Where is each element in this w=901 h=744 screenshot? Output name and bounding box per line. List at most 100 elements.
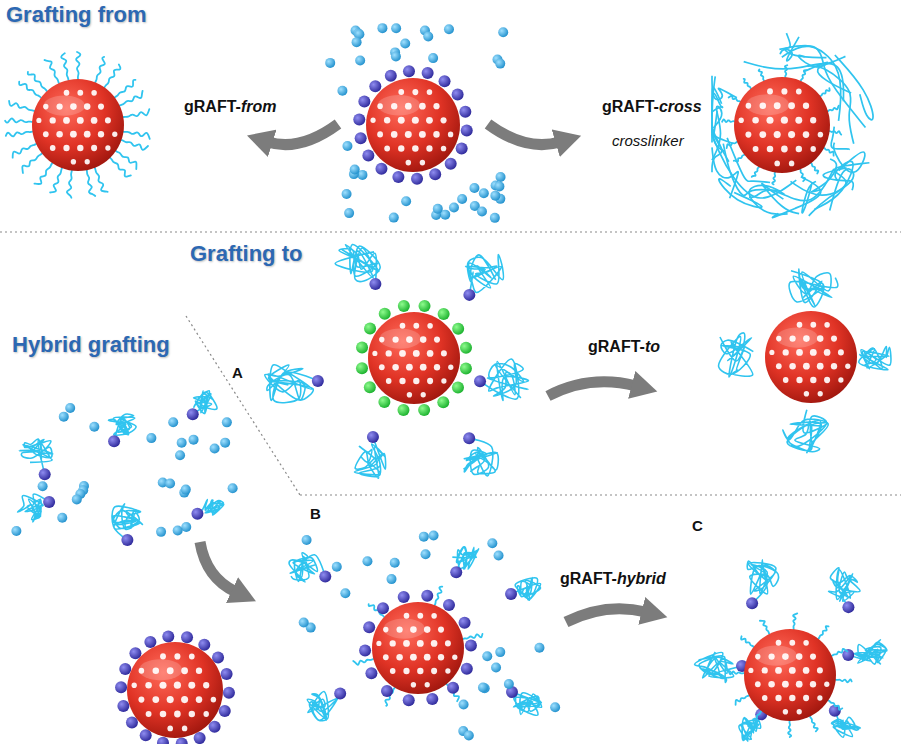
monomer xyxy=(325,58,335,68)
raft-agent xyxy=(117,700,129,712)
raft-agent xyxy=(385,70,397,82)
illustration-part xyxy=(803,667,810,674)
reagent-label: crosslinker xyxy=(612,132,684,149)
illustration-part xyxy=(174,653,180,659)
raft-agent xyxy=(363,621,375,633)
raft-agent xyxy=(43,496,55,508)
raft-agent xyxy=(463,432,475,444)
illustration-part xyxy=(781,117,788,124)
illustration-part xyxy=(424,654,431,661)
polymer-chain xyxy=(826,106,839,112)
monomer xyxy=(464,730,474,740)
polymer-coil xyxy=(859,347,891,370)
illustration-part xyxy=(181,696,188,703)
illustration-part xyxy=(407,392,412,398)
monomer xyxy=(332,562,342,572)
monomer xyxy=(337,86,347,96)
monomer xyxy=(350,165,360,175)
monomer xyxy=(428,53,438,63)
illustration-part xyxy=(383,654,389,660)
polymer-chain xyxy=(772,171,775,185)
illustration-part xyxy=(796,377,802,383)
monomer xyxy=(534,643,544,653)
illustration-part xyxy=(788,102,795,109)
illustration-part xyxy=(818,391,823,397)
illustration-part xyxy=(810,654,816,660)
illustration-part xyxy=(43,131,49,137)
monomer xyxy=(181,522,191,532)
monomer xyxy=(419,532,429,542)
illustration-part xyxy=(431,668,437,674)
polymer-chain xyxy=(110,158,131,177)
polymer-chain xyxy=(353,659,373,665)
illustration-part xyxy=(831,336,837,342)
illustration-part xyxy=(420,364,427,371)
raft-agent xyxy=(403,694,415,706)
monomer xyxy=(482,651,492,661)
illustration-part xyxy=(438,654,444,660)
raft-agent xyxy=(181,631,193,643)
section-heading: Grafting from xyxy=(6,2,147,27)
illustration-part xyxy=(56,131,62,138)
illustration-part xyxy=(803,363,810,370)
illustration-part xyxy=(413,378,419,384)
illustration-part xyxy=(98,104,104,110)
illustration-part xyxy=(434,364,440,370)
polymer-chain xyxy=(828,131,842,135)
nanoparticle xyxy=(744,629,836,721)
raft-agent xyxy=(461,124,473,136)
monomer xyxy=(494,181,504,191)
raft-agent xyxy=(456,142,468,154)
raft-agent xyxy=(411,173,423,185)
illustration-part xyxy=(434,337,440,343)
illustration-part xyxy=(744,629,836,721)
monomer xyxy=(220,438,230,448)
raft-agent xyxy=(461,663,473,675)
illustration-part xyxy=(160,711,167,718)
monomer xyxy=(504,679,514,689)
anchor-group xyxy=(452,382,464,394)
illustration-part xyxy=(775,695,781,701)
raft-agent xyxy=(209,721,221,733)
polymer-chain xyxy=(744,79,752,90)
illustration-part xyxy=(797,709,802,715)
illustration-part xyxy=(189,711,195,718)
monomer xyxy=(377,23,387,33)
monomer xyxy=(177,438,187,448)
monomer xyxy=(478,682,488,692)
raft-agent xyxy=(842,649,854,661)
illustration-part xyxy=(417,613,423,619)
monomer xyxy=(479,188,489,198)
raft-agent xyxy=(191,508,203,520)
monomer xyxy=(59,412,69,422)
illustration-part xyxy=(132,682,137,688)
raft-agent xyxy=(157,737,169,744)
raft-agent xyxy=(221,668,233,680)
illustration-part xyxy=(91,90,96,96)
panel-letter: B xyxy=(310,505,321,522)
raft-agent xyxy=(450,566,462,578)
illustration-part xyxy=(762,667,768,673)
illustration-part xyxy=(768,681,774,688)
illustration-part xyxy=(431,613,436,619)
polymer-chain xyxy=(67,171,72,198)
monomer xyxy=(421,549,431,559)
illustration-part xyxy=(406,364,413,371)
illustration-part xyxy=(427,350,434,357)
illustration-part xyxy=(789,640,795,646)
illustration-part xyxy=(796,653,802,660)
monomer xyxy=(487,538,497,548)
illustration-part xyxy=(838,377,843,383)
illustration-part xyxy=(127,642,223,738)
illustration-part xyxy=(488,124,560,145)
illustration-part xyxy=(203,682,209,688)
illustration-part xyxy=(77,90,83,96)
raft-agent xyxy=(212,651,224,663)
illustration-part xyxy=(412,117,419,124)
illustration-part xyxy=(803,695,809,701)
monomer xyxy=(429,531,439,541)
illustration-part xyxy=(817,667,823,673)
polymer-chain xyxy=(76,52,80,79)
raft-agent xyxy=(334,688,346,700)
illustration-part xyxy=(36,118,41,123)
